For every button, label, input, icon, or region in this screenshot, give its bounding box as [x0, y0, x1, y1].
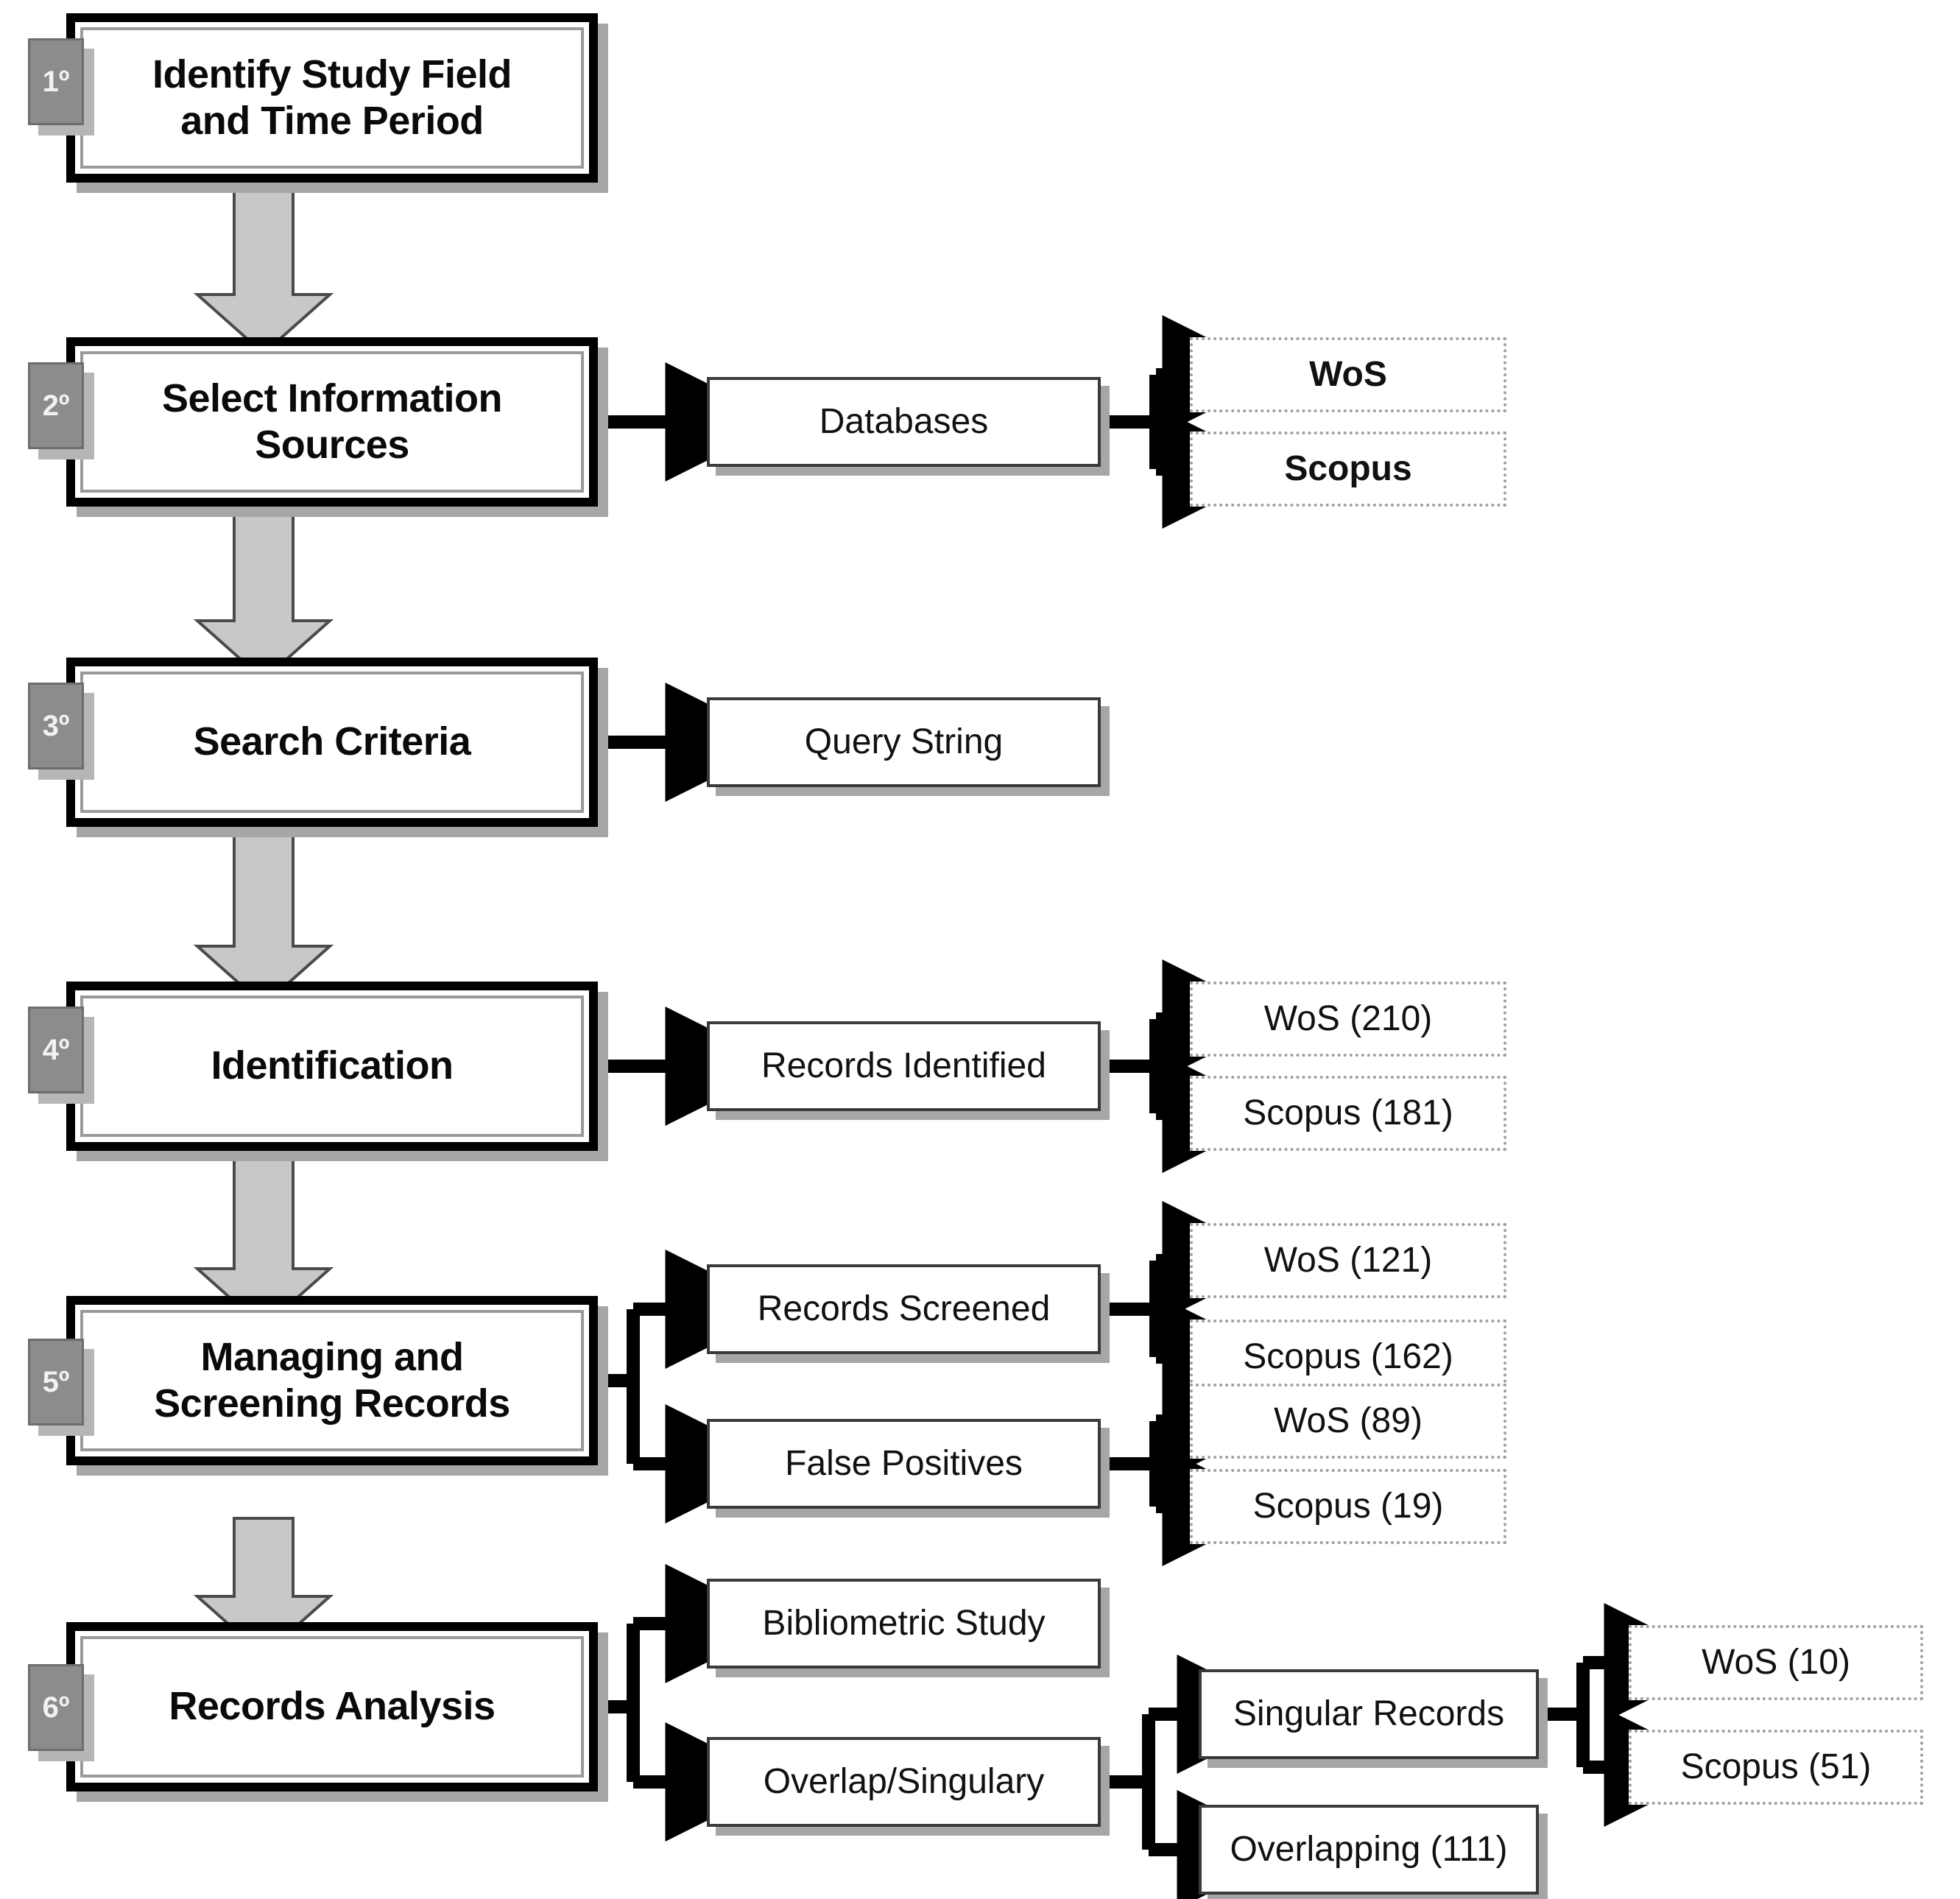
leaf-box-databases-wos-label: WoS [1309, 354, 1387, 394]
stage-4-label: Identification [211, 1043, 454, 1088]
mid-box-records-screened[interactable]: Records Screened [707, 1264, 1101, 1354]
leaf-box-databases-scopus[interactable]: Scopus [1190, 431, 1506, 507]
mid-box-bibliometric-study[interactable]: Bibliometric Study [707, 1579, 1101, 1669]
bracket-records-identified [1101, 959, 1282, 1173]
bracket-overlap-singulary [1101, 1655, 1297, 1899]
leaf-box-databases-scopus-label: Scopus [1284, 448, 1412, 488]
bracket-stage6 [598, 1564, 785, 1842]
stage-6-label: Records Analysis [169, 1684, 496, 1729]
stage-3-label: Search Criteria [193, 719, 471, 764]
flow-arrow-1-2 [193, 180, 334, 356]
stage-badge-1: 1º [28, 38, 84, 125]
stage-box-4-inner: Identification [80, 996, 584, 1137]
mid-box-bibliometric-study-label: Bibliometric Study [762, 1603, 1046, 1643]
leaf-box-false-positives-scopus-label: Scopus (19) [1252, 1486, 1444, 1526]
leaf-box-screened-scopus[interactable]: Scopus (162) [1190, 1320, 1506, 1395]
mid-box-databases[interactable]: Databases [707, 377, 1101, 467]
mid-box-overlapping[interactable]: Overlapping (111) [1199, 1805, 1539, 1895]
mid-box-overlap-singulary[interactable]: Overlap/Singulary [707, 1737, 1101, 1827]
mid-box-records-identified[interactable]: Records Identified [707, 1021, 1101, 1111]
stage-badge-6: 6º [28, 1664, 84, 1751]
leaf-box-screened-wos-label: WoS (121) [1263, 1240, 1433, 1280]
leaf-box-singular-scopus[interactable]: Scopus (51) [1629, 1730, 1923, 1805]
leaf-box-singular-scopus-label: Scopus (51) [1680, 1747, 1872, 1786]
leaf-box-singular-wos[interactable]: WoS (10) [1629, 1625, 1923, 1700]
leaf-box-screened-wos[interactable]: WoS (121) [1190, 1223, 1506, 1298]
mid-box-records-identified-label: Records Identified [761, 1046, 1046, 1085]
stage-badge-4: 4º [28, 1007, 84, 1093]
leaf-box-false-positives-wos[interactable]: WoS (89) [1190, 1384, 1506, 1459]
leaf-box-singular-wos-label: WoS (10) [1702, 1642, 1850, 1682]
mid-box-records-screened-label: Records Screened [757, 1289, 1051, 1328]
leaf-box-screened-scopus-label: Scopus (162) [1243, 1336, 1453, 1376]
leaf-box-false-positives-wos-label: WoS (89) [1274, 1401, 1423, 1440]
stage-badge-3: 3º [28, 683, 84, 769]
bracket-stage5 [598, 1250, 785, 1523]
stage-badge-5: 5º [28, 1339, 84, 1426]
bracket-singular-records [1539, 1603, 1724, 1827]
leaf-box-databases-wos[interactable]: WoS [1190, 337, 1506, 412]
stage-box-2[interactable]: Select Information Sources [66, 337, 598, 507]
bracket-false-positives [1101, 1361, 1282, 1566]
stage-1-label: Identify Study Field and Time Period [152, 52, 512, 143]
stage-box-3-inner: Search Criteria [80, 672, 584, 813]
stage-box-1[interactable]: Identify Study Field and Time Period [66, 13, 598, 183]
mid-box-query-string-label: Query String [804, 722, 1004, 761]
bracket-records-screened [1101, 1201, 1282, 1417]
mid-box-overlap-singulary-label: Overlap/Singulary [763, 1761, 1045, 1801]
mid-box-query-string[interactable]: Query String [707, 697, 1101, 787]
leaf-box-identified-scopus-label: Scopus (181) [1243, 1093, 1453, 1132]
leaf-box-identified-wos[interactable]: WoS (210) [1190, 982, 1506, 1057]
stage-box-4[interactable]: Identification [66, 982, 598, 1151]
mid-box-singular-records[interactable]: Singular Records [1199, 1669, 1539, 1759]
mid-box-overlapping-label: Overlapping (111) [1230, 1829, 1508, 1869]
stage-box-3[interactable]: Search Criteria [66, 658, 598, 827]
stage-box-6[interactable]: Records Analysis [66, 1622, 598, 1791]
stage-box-1-inner: Identify Study Field and Time Period [80, 27, 584, 169]
stage-box-2-inner: Select Information Sources [80, 351, 584, 493]
mid-box-false-positives-label: False Positives [785, 1443, 1023, 1483]
flow-arrow-3-4 [193, 832, 334, 1007]
flow-arrow-2-3 [193, 507, 334, 682]
stage-box-5-inner: Managing and Screening Records [80, 1310, 584, 1451]
bracket-databases [1101, 315, 1282, 529]
stage-badge-2: 2º [28, 362, 84, 449]
stage-box-6-inner: Records Analysis [80, 1636, 584, 1778]
mid-box-singular-records-label: Singular Records [1233, 1694, 1505, 1733]
mid-box-databases-label: Databases [819, 401, 989, 441]
leaf-box-identified-wos-label: WoS (210) [1263, 998, 1433, 1038]
leaf-box-false-positives-scopus[interactable]: Scopus (19) [1190, 1469, 1506, 1544]
leaf-box-identified-scopus[interactable]: Scopus (181) [1190, 1076, 1506, 1151]
stage-5-label: Managing and Screening Records [154, 1334, 510, 1426]
mid-box-false-positives[interactable]: False Positives [707, 1419, 1101, 1509]
stage-2-label: Select Information Sources [161, 376, 503, 467]
stage-box-5[interactable]: Managing and Screening Records [66, 1296, 598, 1465]
